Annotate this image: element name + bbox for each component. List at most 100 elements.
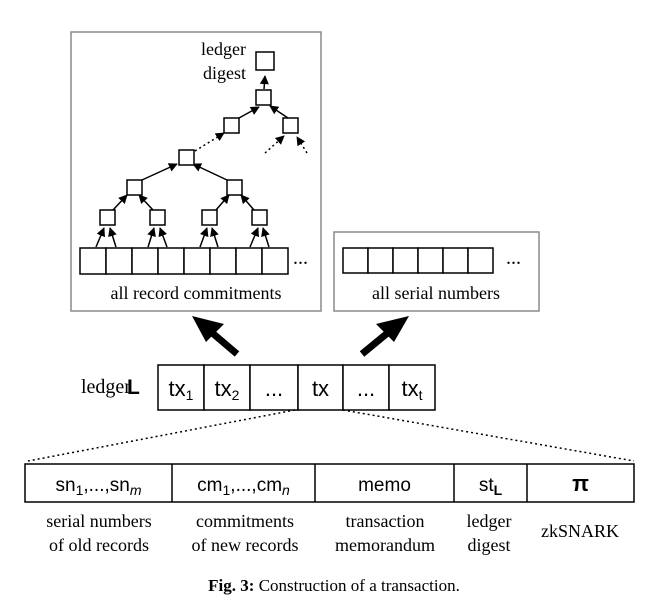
figure-caption: Fig. 3: Construction of a transaction. — [208, 576, 460, 595]
ledger-cell-label: txt — [401, 376, 422, 403]
ledger-cell-main: tx — [312, 376, 329, 401]
field-sub2: n — [282, 482, 290, 498]
field-main: π — [572, 471, 589, 496]
ledger-cell: ... — [249, 364, 299, 411]
merkle-node — [201, 209, 218, 226]
merkle-node — [178, 149, 195, 166]
ledger-symbol: L — [127, 376, 140, 399]
ledger-cell-label: tx — [312, 376, 329, 401]
field-main: cm — [197, 475, 222, 496]
serial-cell — [342, 247, 369, 274]
commitment-cell — [79, 247, 107, 275]
field-description-line1: zkSNARK — [541, 521, 619, 541]
field-main: sn — [55, 475, 75, 496]
ledger-cell: tx2 — [203, 364, 251, 411]
field-description-line2: of old records — [49, 535, 149, 555]
caption-text: Construction of a transaction. — [254, 576, 459, 595]
ledger-cell-box — [388, 364, 436, 411]
ledger-cell-sub: 2 — [232, 387, 240, 403]
commitment-cells — [79, 247, 289, 275]
commitments-panel — [70, 31, 322, 312]
serial-cells-ellipsis: ... — [506, 247, 521, 269]
ledger-cell: tx1 — [157, 364, 205, 411]
ledger-cell-sub: t — [419, 387, 423, 403]
merkle-node — [251, 209, 268, 226]
transaction-field: sn1,...,snm — [55, 475, 141, 498]
field-main: st — [479, 475, 495, 496]
ledger-cell-label: ... — [265, 376, 283, 401]
field-description-line2: of new records — [192, 535, 299, 555]
ledger-cell-main: ... — [357, 376, 375, 401]
commitments-caption: all record commitments — [111, 283, 282, 303]
merkle-node — [226, 179, 243, 196]
ledger-cell-main: tx — [169, 376, 186, 401]
serial-cell — [392, 247, 419, 274]
field-description-line2: memorandum — [335, 535, 435, 555]
field-mid: ,...,cm — [230, 475, 282, 496]
field-sub1: L — [494, 482, 503, 498]
arrow-to-serials — [359, 316, 409, 357]
merkle-node — [149, 209, 166, 226]
serials-caption: all serial numbers — [372, 283, 500, 303]
ledger-label: ledger — [81, 376, 131, 398]
field-description-line1: serial numbers — [46, 511, 151, 531]
transaction-field: cm1,...,cmn — [197, 475, 290, 498]
commitment-cell — [105, 247, 133, 275]
merkle-edges — [95, 75, 308, 248]
arrow-to-commitments — [192, 316, 240, 357]
commitment-cell — [261, 247, 289, 275]
field-description-line2: digest — [468, 535, 511, 555]
commitment-cell — [183, 247, 211, 275]
ledger-cell-label: tx2 — [215, 376, 240, 403]
field-mid: ,...,sn — [83, 475, 129, 496]
digest-label-line2: digest — [203, 63, 246, 83]
digest-label-line1: ledger — [201, 39, 246, 59]
merkle-root-node — [255, 51, 275, 71]
merkle-node — [223, 117, 240, 134]
field-description-line1: ledger — [467, 511, 512, 531]
merkle-node — [99, 209, 116, 226]
ledger-cell-sub: 1 — [186, 387, 194, 403]
transaction-field: stL — [479, 475, 503, 498]
field-sub2: m — [130, 482, 142, 498]
caption-label: Fig. 3: — [208, 576, 254, 595]
serial-cell — [467, 247, 494, 274]
serial-cell — [442, 247, 469, 274]
ledger-cell: ... — [342, 364, 390, 411]
ledger-cell-main: tx — [401, 376, 418, 401]
commitment-cell — [131, 247, 159, 275]
commitment-cells-ellipsis: ... — [293, 247, 308, 269]
merkle-node — [255, 89, 272, 106]
serial-cell — [367, 247, 394, 274]
expansion-line-left — [27, 409, 296, 462]
field-sub1: 1 — [76, 482, 84, 498]
field-description-line1: transaction — [346, 511, 425, 531]
transaction-field: memo — [358, 475, 411, 496]
serial-cell — [417, 247, 444, 274]
serial-cells — [342, 247, 494, 274]
merkle-node — [126, 179, 143, 196]
ledger-cell: txt — [388, 364, 436, 411]
serials-panel — [333, 231, 540, 312]
ledger-cell-main: tx — [215, 376, 232, 401]
field-main: memo — [358, 475, 411, 496]
ledger-cell: tx — [297, 364, 344, 411]
ledger-cell-box — [297, 364, 344, 411]
merkle-node — [282, 117, 299, 134]
transaction-box — [24, 463, 635, 503]
commitment-cell — [157, 247, 185, 275]
ledger-cell-main: ... — [265, 376, 283, 401]
ledger-cell-label: ... — [357, 376, 375, 401]
transaction-field: π — [572, 471, 589, 496]
merkle-nodes — [99, 51, 299, 226]
commitment-cell — [235, 247, 263, 275]
commitment-cell — [209, 247, 237, 275]
expansion-line-right — [342, 409, 635, 462]
big-arrows — [192, 316, 409, 357]
field-sub1: 1 — [223, 482, 231, 498]
ledger-cell-label: tx1 — [169, 376, 194, 403]
